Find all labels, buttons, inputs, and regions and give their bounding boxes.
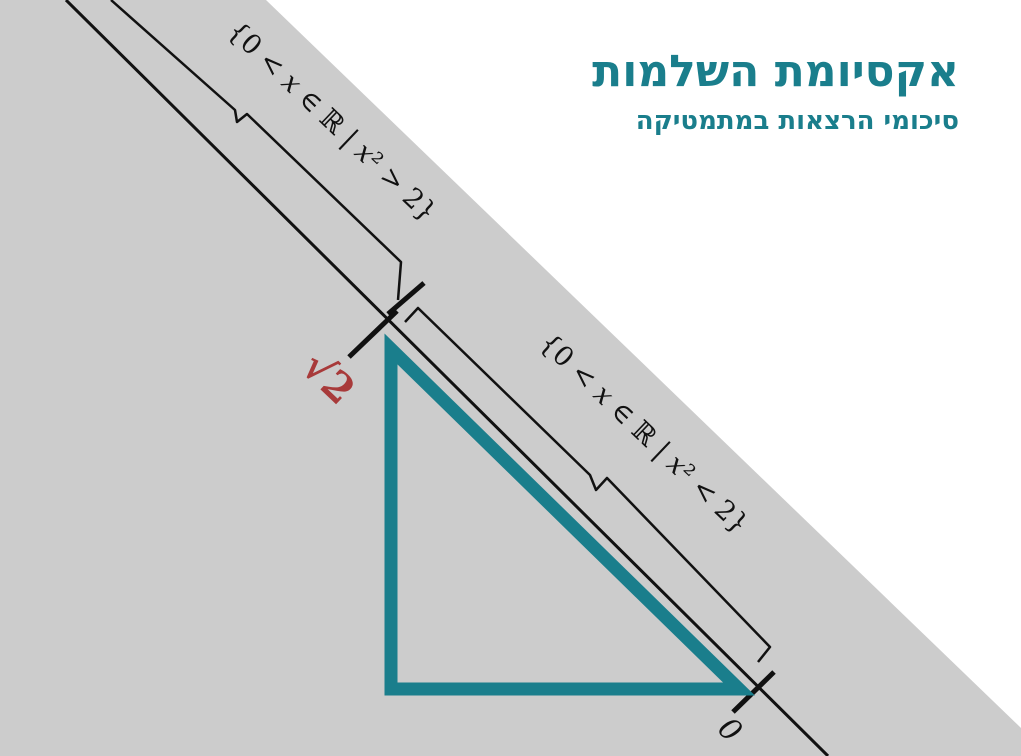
sqrt2-tick-mark: [347, 309, 399, 359]
title-block: אקסיומת השלמות סיכומי הרצאות במתמטיקה: [592, 46, 959, 137]
zero-tick-mark: [731, 670, 776, 714]
number-line: [64, 0, 830, 756]
page-subtitle: סיכומי הרצאות במתמטיקה: [635, 106, 959, 137]
upper-set-bracket: [110, 0, 403, 301]
teal-triangle: [384, 333, 755, 696]
page-title: אקסיומת השלמות: [592, 46, 959, 97]
lower-set-bracket: [404, 306, 772, 663]
sqrt2-tick-mark-secondary: [386, 281, 426, 316]
